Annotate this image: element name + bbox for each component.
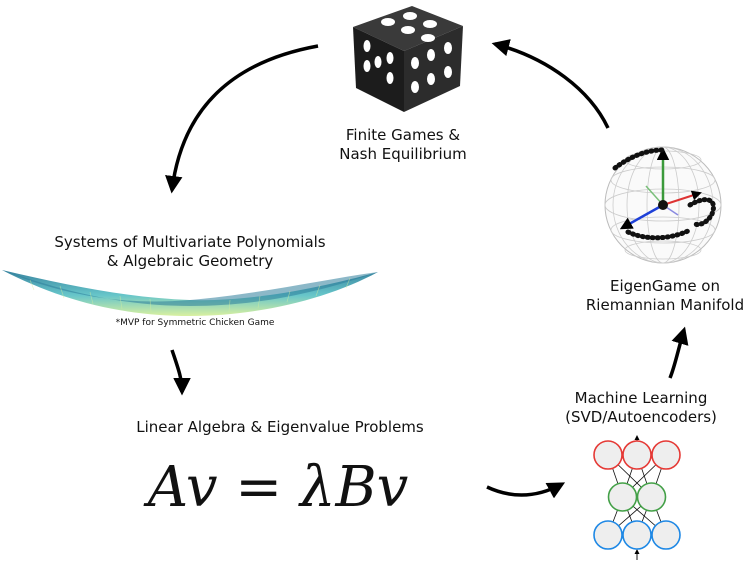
arrow-ml-to-eigengame: [668, 326, 689, 379]
manifold-sphere-icon: [604, 146, 722, 264]
arrow-eigengame-to-games: [491, 39, 610, 129]
network-node: [636, 482, 667, 512]
network-node: [607, 482, 638, 512]
autoencoder-network-icon: [593, 435, 681, 560]
network-node: [651, 440, 681, 470]
eigengame-label: EigenGame on Riemannian Manifold: [585, 277, 745, 314]
network-node: [651, 520, 681, 550]
network-node: [622, 440, 652, 470]
linear-algebra-label: Linear Algebra & Eigenvalue Problems: [136, 418, 424, 436]
network-node: [593, 440, 623, 470]
arrow-linear-algebra-to-ml: [486, 482, 566, 499]
games-label: Finite Games & Nash Equilibrium: [339, 126, 467, 163]
ml-label: Machine Learning (SVD/Autoencoders): [565, 389, 717, 426]
arrow-polynomials-to-linear-algebra: [170, 349, 191, 396]
eigen-equation: Av = λBv: [143, 455, 409, 520]
dice-icon: [353, 6, 463, 112]
polynomials-label: Systems of Multivariate Polynomials & Al…: [54, 233, 326, 270]
mvp-note: *MVP for Symmetric Chicken Game: [115, 318, 275, 328]
algebraic-surface-icon: [2, 270, 378, 316]
arrow-games-to-polynomials: [165, 44, 319, 194]
network-node: [593, 520, 623, 550]
network-node: [622, 520, 652, 550]
